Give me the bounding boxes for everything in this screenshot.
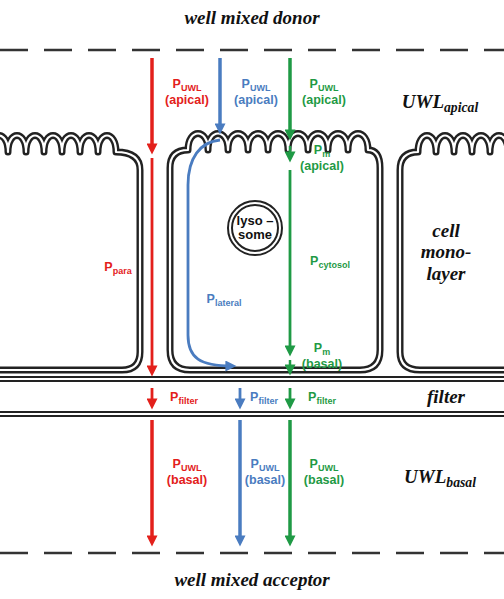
subscript-text: lateral [215, 298, 242, 308]
subscript-text: UWL [181, 83, 202, 93]
text-part: P [170, 390, 178, 404]
permeability-label: PUWL (apical) [227, 77, 285, 107]
filter-line [0, 380, 504, 382]
subscript-text: UWL [259, 463, 280, 473]
flux-arrow [239, 388, 242, 405]
cell-outline [400, 136, 504, 371]
permeability-label: Pm (basal) [293, 341, 351, 371]
text-part: UWL [404, 466, 446, 487]
text-part: P [251, 457, 259, 471]
flux-arrow [188, 140, 232, 366]
cell-monolayer [0, 134, 504, 371]
organelle-label: lyso – some [232, 214, 278, 243]
flux-arrow [150, 420, 154, 542]
flux-arrow [289, 388, 292, 405]
flux-arrow [289, 360, 292, 371]
text-part: P [250, 390, 258, 404]
filter-line [0, 411, 504, 413]
acceptor-boundary [0, 552, 504, 555]
flux-arrow [151, 388, 154, 405]
permeability-label: Pfilter [156, 390, 212, 406]
text-part: (apical) [300, 159, 344, 173]
subscript-text: basal [446, 475, 476, 490]
text-part: P [310, 457, 318, 471]
cell-outline-inner [400, 136, 504, 371]
subscript-text: m [322, 149, 330, 159]
layer-label: UWLapical [385, 91, 495, 115]
flux-arrow [238, 420, 242, 542]
cell-outline [170, 134, 380, 371]
lysosome-outline-inner [230, 203, 280, 253]
permeability-label: Plateral [193, 292, 255, 308]
flux-arrow [150, 58, 154, 150]
text-part: (apical) [234, 93, 278, 107]
filter-line [0, 415, 504, 417]
lysosome-outline [230, 203, 280, 253]
permeability-label: Pm (apical) [293, 143, 351, 173]
text-part: (basal) [304, 473, 344, 487]
text-part: (apical) [165, 93, 209, 107]
subscript-text: UWL [318, 83, 339, 93]
permeability-label: Pcytosol [297, 254, 363, 270]
subscript-text: filter [258, 396, 278, 406]
text-part: P [314, 341, 322, 355]
subscript-text: filter [316, 396, 336, 406]
transcellular-path [290, 58, 291, 542]
donor-boundary [0, 49, 504, 52]
text-part: P [173, 457, 181, 471]
text-part: P [308, 390, 316, 404]
text-part: (basal) [302, 357, 342, 371]
cell-outline-inner [0, 136, 140, 371]
layer-label: cell mono- layer [418, 220, 474, 284]
text-part: P [242, 77, 250, 91]
lysosome-circle: lyso – some [226, 199, 284, 257]
permeability-label: Pfilter [294, 390, 350, 406]
filter-membrane [0, 377, 504, 416]
flux-arrow [218, 58, 222, 130]
filter-line [0, 376, 504, 378]
layer-label: UWLbasal [385, 466, 495, 490]
flux-arrow [289, 170, 292, 352]
permeability-label: PUWL (basal) [295, 457, 353, 487]
permeability-label: PUWL (basal) [243, 457, 287, 487]
permeability-label: Ppara [93, 260, 143, 276]
text-part: (basal) [245, 473, 285, 487]
text-part: P [207, 292, 215, 306]
text-part: (apical) [302, 93, 346, 107]
text-part: P [314, 143, 322, 157]
subscript-text: filter [178, 396, 198, 406]
permeability-label: Pfilter [241, 390, 287, 406]
subscript-text: para [113, 266, 132, 276]
text-part: P [173, 77, 181, 91]
text-part: P [310, 77, 318, 91]
compartment-label: well mixed acceptor [92, 569, 412, 590]
subscript-text: UWL [181, 463, 202, 473]
paracellular-path [152, 58, 153, 542]
flux-arrow [289, 146, 292, 158]
permeability-label: PUWL (apical) [158, 77, 216, 107]
text-part: P [104, 260, 112, 274]
cell-outline [0, 136, 140, 371]
compartment-label: well mixed donor [92, 7, 412, 28]
subscript-text: cytosol [318, 260, 350, 270]
permeability-label: PUWL (apical) [295, 77, 353, 107]
flux-arrow [288, 420, 292, 542]
subscript-text: apical [444, 100, 478, 115]
flux-arrow [151, 158, 154, 372]
layer-label: filter [411, 386, 481, 407]
flux-arrow [288, 58, 292, 136]
subscript-text: UWL [250, 83, 271, 93]
subscript-text: m [322, 347, 330, 357]
permeability-label: PUWL (basal) [158, 457, 216, 487]
cell-outline-inner [170, 134, 380, 371]
text-part: P [310, 254, 318, 268]
text-part: UWL [402, 91, 444, 112]
text-part: (basal) [167, 473, 207, 487]
subscript-text: UWL [318, 463, 339, 473]
